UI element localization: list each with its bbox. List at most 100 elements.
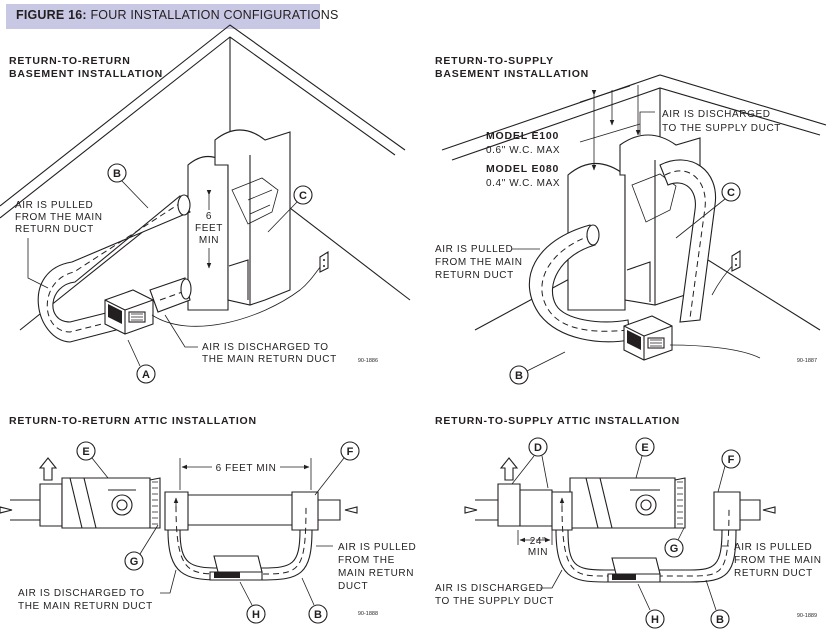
rs-attic-callout-b-circle xyxy=(710,609,730,629)
rr-attic-pulled-2: FROM THE xyxy=(338,555,395,566)
rs-attic-ventilator-unit xyxy=(569,477,686,529)
rr-attic-ducts xyxy=(10,483,341,527)
rr-basement-title-1: RETURN-TO-RETURN xyxy=(9,55,131,67)
rr-attic-distance-label: 6 FEET MIN xyxy=(216,463,277,474)
rs-attic-callout-h-circle xyxy=(645,609,665,629)
rr-basement-callout-a: A xyxy=(142,369,150,381)
rr-attic-callout-h-circle xyxy=(246,604,266,624)
rr-attic-callout-f-circle xyxy=(340,441,360,461)
rs-attic-ventilator xyxy=(607,557,661,583)
rs-attic-callout-e-circle xyxy=(635,437,655,457)
rs-attic-callout-d-circle xyxy=(528,437,548,457)
rr-attic-callout-f: F xyxy=(347,446,354,458)
rr-basement-ventilator xyxy=(104,289,154,335)
rs-basement-model-1-spec: 0.6" W.C. MAX xyxy=(486,145,560,156)
rr-basement-callout-b: B xyxy=(113,168,121,180)
rr-attic-callout-h: H xyxy=(252,609,260,621)
rs-attic-distance: 24" MIN xyxy=(517,530,553,558)
rs-attic-pulled-2: FROM THE MAIN xyxy=(734,555,822,566)
rr-attic-callout-e: E xyxy=(82,446,89,458)
rs-basement-pulled-2: FROM THE MAIN xyxy=(435,257,523,268)
rs-basement-callout-b-circle xyxy=(509,365,529,385)
panel-rr-attic: RETURN-TO-RETURN ATTIC INSTALLATION 6 xyxy=(0,415,416,624)
rr-basement-power-cord xyxy=(151,261,325,327)
panel-rs-attic: RETURN-TO-SUPPLY ATTIC INSTALLATION 2 xyxy=(435,415,822,629)
rs-attic-callout-g-circle xyxy=(664,538,684,558)
rr-basement-discharged-1: AIR IS DISCHARGED TO xyxy=(202,342,329,353)
rs-attic-callout-g: G xyxy=(670,543,679,555)
rr-attic-title: RETURN-TO-RETURN ATTIC INSTALLATION xyxy=(9,415,257,427)
rr-basement-callout-c-circle xyxy=(293,185,313,205)
rs-attic-title: RETURN-TO-SUPPLY ATTIC INSTALLATION xyxy=(435,415,680,427)
rr-attic-fresh-air-arrow xyxy=(38,457,58,481)
rr-basement-distance-2: FEET xyxy=(195,223,223,234)
rr-attic-right-arrow xyxy=(344,506,358,514)
rr-basement-title-2: BASEMENT INSTALLATION xyxy=(9,68,163,80)
rs-basement-pressure-marks xyxy=(579,85,641,171)
rs-attic-distance-2: MIN xyxy=(528,547,548,558)
rs-basement-duct xyxy=(528,159,717,343)
rr-attic-code: 90-1888 xyxy=(358,611,378,617)
rs-attic-callout-f-circle xyxy=(721,449,741,469)
rr-attic-left-arrow xyxy=(0,506,13,514)
rr-basement-callout-a-circle xyxy=(136,364,156,384)
rs-attic-discharged-2: TO THE SUPPLY DUCT xyxy=(435,596,554,607)
figure-number: FIGURE 16: xyxy=(16,8,87,22)
rs-basement-title-1: RETURN-TO-SUPPLY xyxy=(435,55,554,67)
rs-attic-callout-e: E xyxy=(641,442,648,454)
rr-attic-distance: 6 FEET MIN xyxy=(179,458,312,490)
rs-attic-callout-h: H xyxy=(651,614,659,626)
rs-basement-power-cord xyxy=(669,344,761,359)
rs-basement-pulled-1: AIR IS PULLED xyxy=(435,244,513,255)
rr-attic-callout-b-circle xyxy=(308,604,328,624)
rr-basement-pulled-3: RETURN DUCT xyxy=(15,224,94,235)
panel-rr-basement: RETURN-TO-RETURN BASEMENT INSTALLATION 6… xyxy=(0,24,411,384)
rs-attic-right-arrow xyxy=(762,506,776,514)
rr-attic-callout-g: G xyxy=(130,556,139,568)
rr-basement-callout-c: C xyxy=(299,190,307,202)
rs-attic-ducts xyxy=(475,483,761,527)
rr-basement-pulled-1: AIR IS PULLED xyxy=(15,200,93,211)
rr-attic-callout-e-circle xyxy=(76,441,96,461)
rs-basement-model-2-spec: 0.4" W.C. MAX xyxy=(486,178,560,189)
rs-attic-callout-b: B xyxy=(716,614,724,626)
rs-attic-left-arrow xyxy=(464,506,478,514)
rs-attic-distance-1: 24" xyxy=(530,536,546,547)
rs-attic-pulled-3: RETURN DUCT xyxy=(734,568,813,579)
rs-attic-pulled-1: AIR IS PULLED xyxy=(734,542,812,553)
rr-attic-ventilator xyxy=(209,555,263,581)
rr-basement-outlet xyxy=(319,251,329,273)
rr-basement-distance-3: MIN xyxy=(199,235,219,246)
rr-basement-code: 90-1886 xyxy=(358,358,378,364)
rr-attic-callout-g-circle xyxy=(124,551,144,571)
rs-basement-model-1: MODEL E100 xyxy=(486,130,559,142)
rs-basement-title-2: BASEMENT INSTALLATION xyxy=(435,68,589,80)
rr-attic-discharged-1: AIR IS DISCHARGED TO xyxy=(18,588,145,599)
rr-attic-pulled-1: AIR IS PULLED xyxy=(338,542,416,553)
rs-basement-model-2: MODEL E080 xyxy=(486,163,559,175)
rs-attic-code: 90-1889 xyxy=(797,613,817,619)
rs-attic-callout-d: D xyxy=(534,442,542,454)
rs-basement-discharged-2: TO THE SUPPLY DUCT xyxy=(662,123,781,134)
rs-basement-callout-c: C xyxy=(727,187,735,199)
rr-attic-flex-duct xyxy=(164,491,319,581)
rr-attic-pulled-4: DUCT xyxy=(338,581,368,592)
rr-basement-pulled-2: FROM THE MAIN xyxy=(15,212,103,223)
rr-attic-pulled-3: MAIN RETURN xyxy=(338,568,414,579)
rs-basement-code: 90-1887 xyxy=(797,358,817,364)
figure-header: FIGURE 16: FOUR INSTALLATION CONFIGURATI… xyxy=(6,4,338,29)
rs-basement-ventilator xyxy=(623,315,673,361)
rs-basement-callout-c-circle xyxy=(721,182,741,202)
rr-attic-callout-b: B xyxy=(314,609,322,621)
rr-attic-discharged-2: THE MAIN RETURN DUCT xyxy=(18,601,153,612)
rs-basement-discharged-1: AIR IS DISCHARGED xyxy=(662,109,771,120)
rs-basement-callout-b: B xyxy=(515,370,523,382)
rs-basement-outlet xyxy=(731,250,741,272)
rr-basement-distance: 6 FEET MIN xyxy=(195,189,223,269)
rs-attic-callout-f: F xyxy=(728,454,735,466)
rr-attic-ventilator-unit xyxy=(61,477,161,529)
panel-rs-basement: RETURN-TO-SUPPLY BASEMENT INSTALLATION M… xyxy=(435,55,826,385)
rs-attic-fresh-air-arrow xyxy=(499,457,519,481)
figure-title: FOUR INSTALLATION CONFIGURATIONS xyxy=(90,8,339,22)
